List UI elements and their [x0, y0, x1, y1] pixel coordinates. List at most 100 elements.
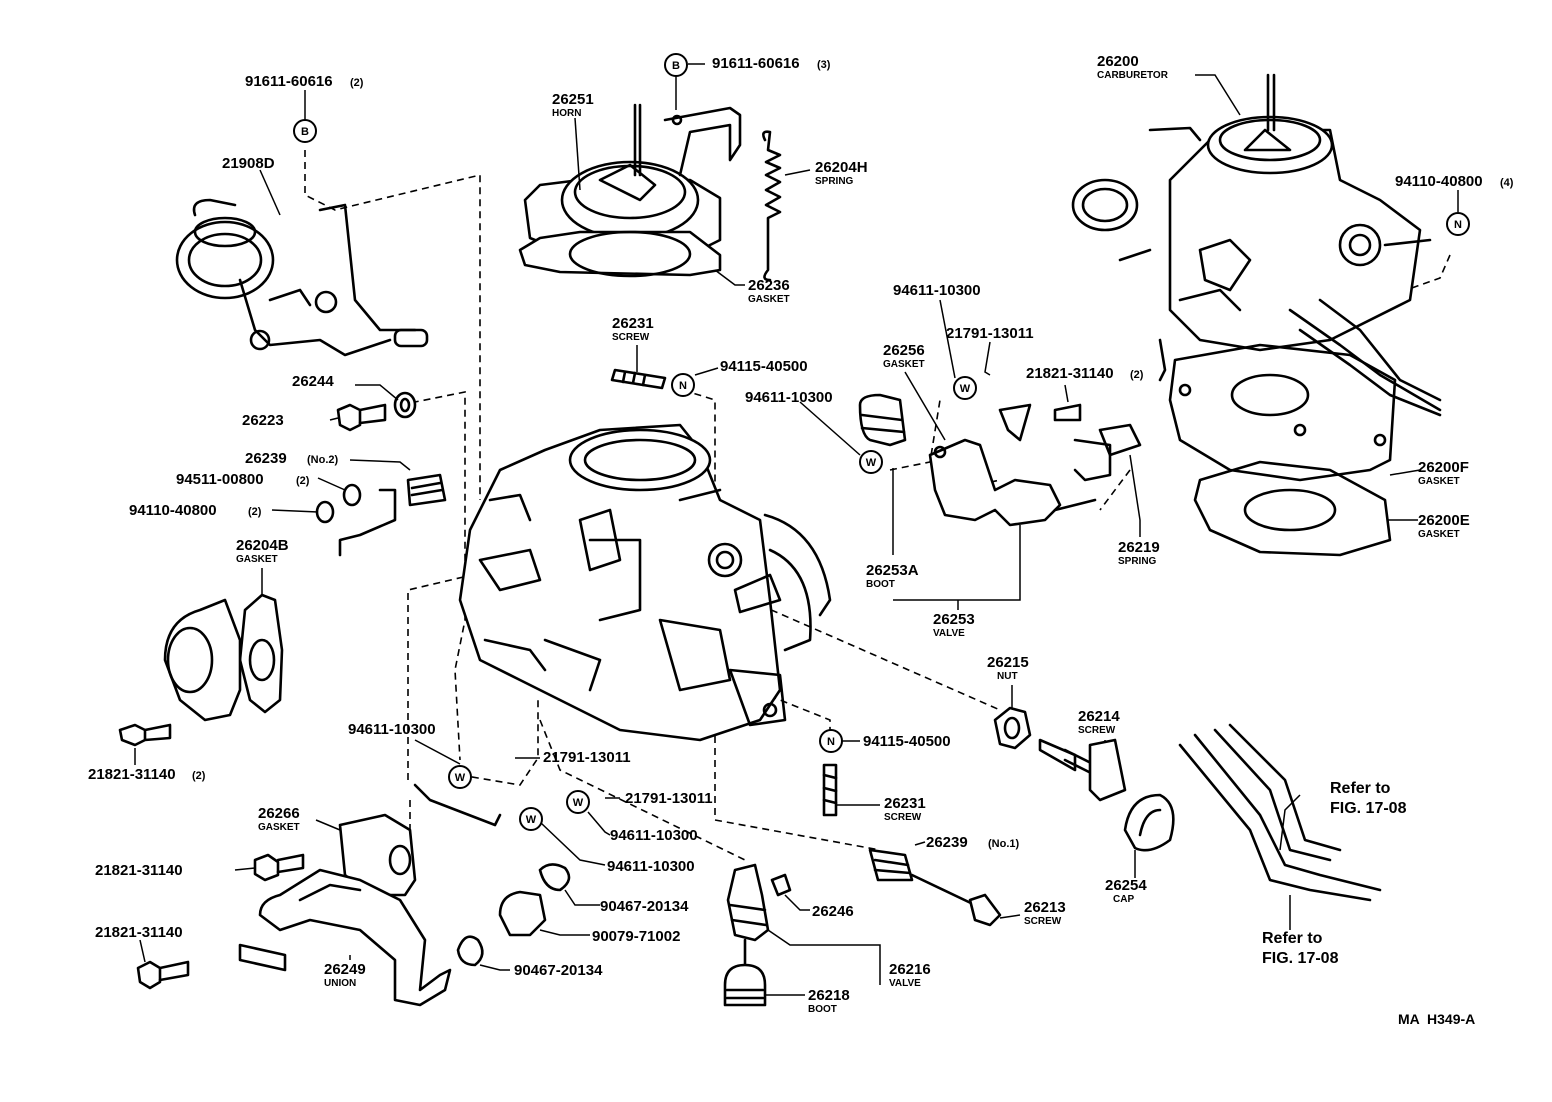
symbol-w-2: W — [859, 450, 883, 474]
leader-lines — [134, 63, 1459, 996]
callout-26204b-name: GASKET — [236, 554, 278, 565]
part-21908d-diaphragm — [175, 198, 429, 357]
callout-26244: 26244 — [292, 373, 334, 390]
callout-21821-31140-b: 21821-31140 — [95, 924, 183, 941]
callout-91611-60616-2-qty: (2) — [350, 77, 364, 89]
svg-text:W: W — [455, 772, 466, 784]
callout-26239-no1-qty: (No.1) — [988, 838, 1020, 850]
callout-21791-13011-a: 21791-13011 — [946, 325, 1034, 342]
callout-94110-40800-2-qty: (2) — [248, 506, 262, 518]
callout-26251: 26251 — [552, 91, 594, 108]
callout-26219-name: SPRING — [1118, 556, 1157, 567]
part-26200f-gasket — [1168, 343, 1397, 482]
callout-26214: 26214 — [1078, 708, 1120, 725]
reference-note-2-line1: Refer to — [1262, 930, 1323, 947]
symbol-w-3: W — [448, 765, 472, 789]
callout-26200e: 26200E — [1418, 512, 1470, 529]
callout-26249: 26249 — [324, 961, 366, 978]
callout-26204b: 26204B — [236, 537, 289, 554]
part-linkage-arc — [733, 513, 832, 652]
svg-text:W: W — [866, 457, 877, 469]
callout-94611-10300-c: 94611-10300 — [348, 721, 436, 738]
callout-94511-00800-qty: (2) — [296, 475, 310, 487]
reference-notes: Refer to FIG. 17-08 Refer to FIG. 17-08 — [1262, 780, 1407, 967]
callout-26253-name: VALVE — [933, 628, 965, 639]
callout-26216-name: VALVE — [889, 978, 921, 989]
callout-94110-40800-4: 94110-40800 — [1395, 173, 1483, 190]
symbol-w-1: W — [953, 376, 977, 400]
part-26204b-gasket — [118, 593, 284, 747]
part-26200-carburetor — [1071, 73, 1442, 417]
symbol-n-lower: N — [819, 729, 843, 753]
svg-text:W: W — [960, 383, 971, 395]
callout-26254-name: CAP — [1113, 894, 1134, 905]
callout-26200-name: CARBURETOR — [1097, 70, 1169, 81]
part-26204h-spring — [762, 130, 782, 282]
callout-26256-name: GASKET — [883, 359, 925, 370]
reference-note-1-line1: Refer to — [1330, 780, 1391, 797]
callout-26246: 26246 — [812, 903, 854, 920]
callout-21821-31140-2a: 21821-31140 — [88, 766, 176, 783]
symbol-w-4: W — [566, 790, 590, 814]
callout-94511-00800: 94511-00800 — [176, 471, 264, 488]
part-26231-lower-screw — [822, 763, 838, 817]
part-26215-26214-26254 — [993, 706, 1175, 852]
callout-21821-31140-2a-qty: (2) — [192, 770, 206, 782]
part-hoses — [1178, 723, 1382, 902]
callout-26253a: 26253A — [866, 562, 919, 579]
callout-21821-31140-2b: 21821-31140 — [1026, 365, 1114, 382]
callout-26200e-name: GASKET — [1418, 529, 1460, 540]
callout-94115-40500-upper: 94115-40500 — [720, 358, 808, 375]
callout-90079-71002: 90079-71002 — [592, 928, 680, 945]
callout-26249-name: UNION — [324, 978, 356, 989]
part-main-body — [458, 423, 787, 742]
svg-text:B: B — [672, 60, 680, 72]
callout-26231-lower-name: SCREW — [884, 812, 922, 823]
callout-26200f: 26200F — [1418, 459, 1469, 476]
callout-26204h-name: SPRING — [815, 176, 854, 187]
callout-26231-lower: 26231 — [884, 795, 926, 812]
svg-text:N: N — [827, 736, 835, 748]
part-26216-26218 — [723, 863, 792, 1007]
symbol-n-right: N — [1446, 212, 1470, 236]
drawing-code: MA H349-A — [1398, 1011, 1475, 1027]
callout-26239-no2-qty: (No.2) — [307, 454, 339, 466]
callout-26204h: 26204H — [815, 159, 868, 176]
callout-26218: 26218 — [808, 987, 850, 1004]
callout-94110-40800-4-qty: (4) — [1500, 177, 1514, 189]
callout-26266-name: GASKET — [258, 822, 300, 833]
callout-90467-20134-b: 90467-20134 — [514, 962, 603, 979]
callout-26236-name: GASKET — [748, 294, 790, 305]
svg-text:B: B — [301, 126, 309, 138]
part-26251-horn — [518, 103, 722, 278]
callout-26231-upper-name: SCREW — [612, 332, 650, 343]
symbol-w-5: W — [519, 807, 543, 831]
part-26249-union — [136, 783, 502, 1007]
svg-text:W: W — [573, 797, 584, 809]
callout-26219: 26219 — [1118, 539, 1160, 556]
callout-91611-60616-3: 91611-60616 — [712, 55, 800, 72]
svg-text:N: N — [679, 380, 687, 392]
callout-94611-10300-e: 94611-10300 — [607, 858, 695, 875]
reference-note-1-line2: FIG. 17-08 — [1330, 800, 1407, 817]
callout-94110-40800-2: 94110-40800 — [129, 502, 217, 519]
callout-26215: 26215 — [987, 654, 1029, 671]
part-26253-valve — [858, 393, 1142, 527]
symbol-b-left: B — [293, 119, 317, 143]
callout-labels: 91611-60616 (2) 21908D 91611-60616 (3) 2… — [88, 53, 1514, 1015]
callout-26239-no2: 26239 — [245, 450, 287, 467]
callout-26253a-name: BOOT — [866, 579, 895, 590]
symbol-n-upper: N — [671, 373, 695, 397]
part-26200e-gasket — [1193, 460, 1392, 557]
part-26239-no2-spring — [315, 473, 447, 557]
callout-26223: 26223 — [242, 412, 284, 429]
callout-94611-10300-a: 94611-10300 — [893, 282, 981, 299]
part-26231-upper-screw — [610, 368, 667, 390]
callout-94611-10300-d: 94611-10300 — [610, 827, 698, 844]
callout-26218-name: BOOT — [808, 1004, 837, 1015]
callout-26231-upper: 26231 — [612, 315, 654, 332]
callout-26254: 26254 — [1105, 877, 1147, 894]
part-horn-bracket — [663, 106, 742, 177]
callout-21791-13011-b: 21791-13011 — [543, 749, 631, 766]
